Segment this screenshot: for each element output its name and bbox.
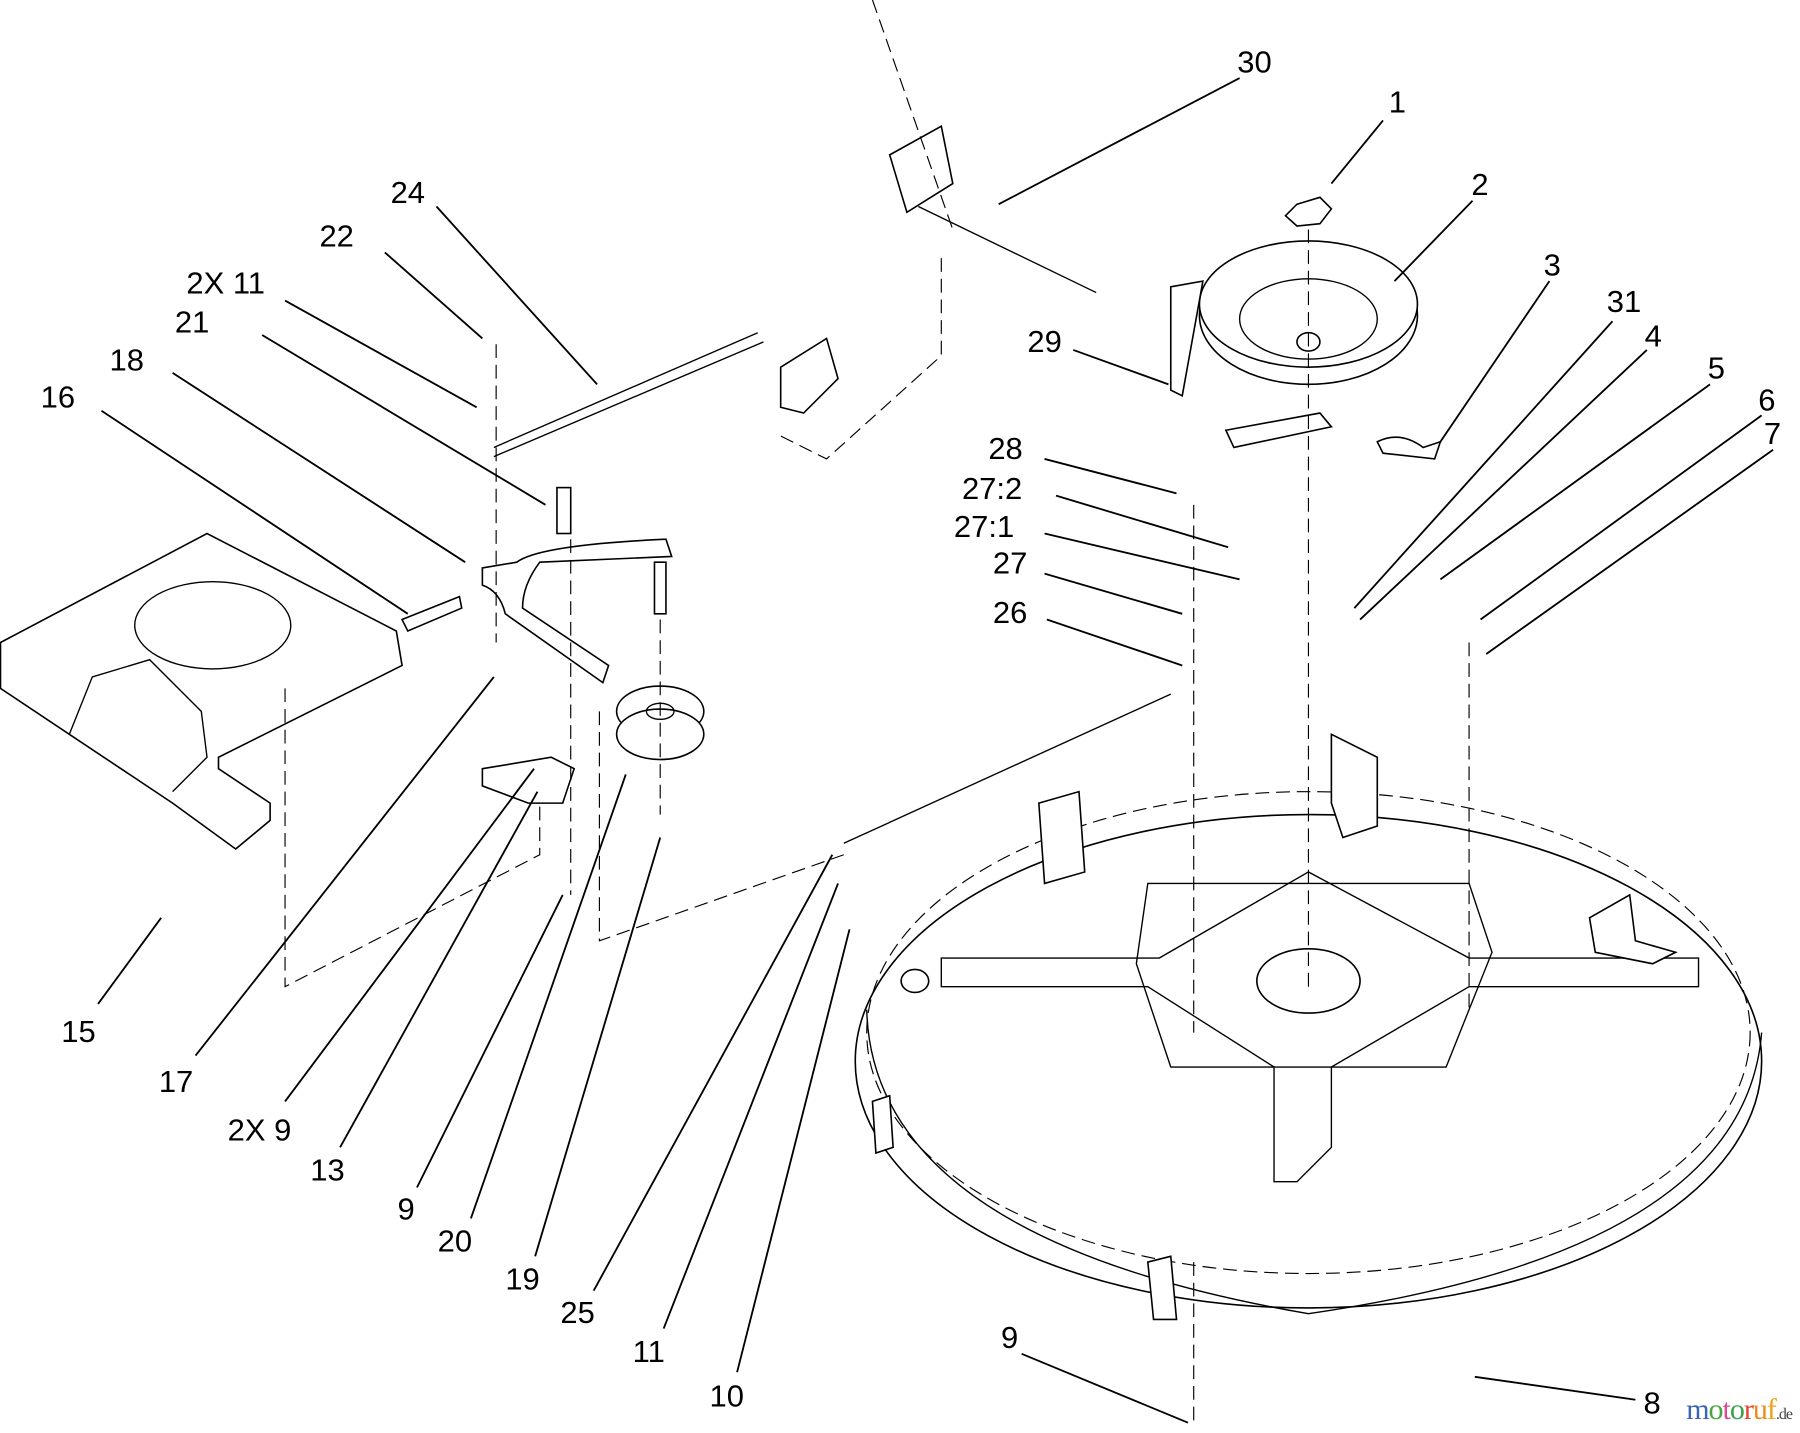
spindle-pulley — [1169, 196, 1442, 460]
callout-8: 8 — [1643, 1385, 1660, 1420]
watermark-letter: f — [1766, 1393, 1777, 1426]
leader-line-10 — [736, 929, 851, 1373]
callout-30: 30 — [1237, 44, 1271, 79]
callout-leaders — [97, 77, 1774, 1424]
leader-line-9 — [1021, 1352, 1189, 1424]
callout-27-2: 27:2 — [962, 471, 1022, 506]
callout-labels: 30 1 2 3 314 567 29 28 27:227:127 26 24 22 2X 11 21 18… — [41, 44, 1782, 1420]
callout-13: 13 — [310, 1153, 344, 1188]
callout-2X-11: 2X 11 — [186, 266, 265, 301]
watermark-letter: m — [1686, 1393, 1709, 1426]
leader-line-13 — [339, 791, 539, 1148]
watermark-suffix: .de — [1775, 1406, 1793, 1423]
callout-3: 3 — [1544, 247, 1561, 282]
callout-17: 17 — [159, 1064, 193, 1099]
watermark-letter: r — [1743, 1393, 1754, 1426]
leader-line-15 — [97, 917, 162, 1005]
leader-line-3 — [1439, 280, 1551, 443]
callout-19: 19 — [505, 1262, 539, 1297]
callout-7: 7 — [1764, 416, 1781, 451]
callout-2: 2 — [1471, 167, 1488, 202]
leader-line-26 — [1046, 618, 1183, 667]
callout-5: 5 — [1708, 351, 1725, 386]
leader-line-2 — [1393, 200, 1474, 282]
callout-25: 25 — [560, 1295, 594, 1330]
callout-9: 9 — [1001, 1320, 1018, 1355]
callout-18: 18 — [109, 343, 143, 378]
assembly-guide-lines — [284, 0, 1470, 1423]
callout-24: 24 — [391, 175, 425, 210]
callout-29: 29 — [1027, 324, 1061, 359]
leader-line-27-2 — [1055, 494, 1229, 549]
leader-line-7 — [1485, 449, 1774, 655]
callout-6: 6 — [1758, 383, 1775, 418]
callout-10: 10 — [710, 1379, 744, 1414]
callout-11: 11 — [633, 1334, 665, 1369]
callout-21: 21 — [175, 305, 209, 340]
watermark-letter: o — [1708, 1393, 1724, 1426]
leader-line-20 — [470, 774, 627, 1219]
engine-mount-plate — [0, 532, 403, 851]
callout-1: 1 — [1389, 84, 1406, 119]
leader-line-30 — [998, 77, 1241, 206]
callout-22: 22 — [319, 219, 353, 254]
leader-line-1 — [1330, 119, 1384, 185]
leader-line-27 — [1044, 572, 1183, 615]
callout-4: 4 — [1645, 318, 1662, 353]
leader-line-31 — [1353, 320, 1614, 609]
leader-line-11 — [662, 883, 839, 1329]
callout-27-1: 27:1 — [954, 509, 1014, 544]
watermark-letter: t — [1722, 1393, 1731, 1426]
leader-line-28 — [1044, 458, 1177, 495]
leader-line-4 — [1359, 349, 1648, 621]
watermark-letter: u — [1752, 1393, 1768, 1426]
callout-27: 27 — [993, 546, 1027, 581]
leader-line-16 — [100, 409, 409, 615]
watermark-letter: o — [1729, 1393, 1745, 1426]
callout-2X-9: 2X 9 — [228, 1112, 292, 1147]
leader-line-8 — [1474, 1375, 1636, 1401]
watermark-logo: motoruf.de — [1686, 1393, 1793, 1427]
leader-line-22 — [384, 251, 483, 340]
leader-line-18 — [172, 372, 466, 563]
leader-line-21 — [261, 334, 546, 506]
callout-26: 26 — [993, 595, 1027, 630]
leader-line-5 — [1439, 383, 1711, 581]
mower-deck — [854, 732, 1763, 1321]
leader-line-25 — [592, 854, 834, 1292]
callout-9: 9 — [397, 1192, 414, 1227]
leader-line-27-1 — [1044, 532, 1240, 581]
leader-line-24 — [435, 205, 598, 385]
leader-line-2X-11 — [284, 299, 478, 409]
leader-line-29 — [1072, 349, 1169, 386]
callout-28: 28 — [988, 431, 1022, 466]
callout-16: 16 — [41, 379, 75, 414]
leader-line-6 — [1480, 414, 1763, 621]
callout-15: 15 — [61, 1014, 95, 1049]
leader-line-2X-9 — [284, 768, 535, 1102]
callout-31: 31 — [1607, 284, 1641, 319]
callout-20: 20 — [438, 1224, 472, 1259]
leader-line-19 — [534, 837, 662, 1257]
leader-line-9 — [416, 894, 564, 1188]
leader-line-17 — [194, 676, 495, 1057]
